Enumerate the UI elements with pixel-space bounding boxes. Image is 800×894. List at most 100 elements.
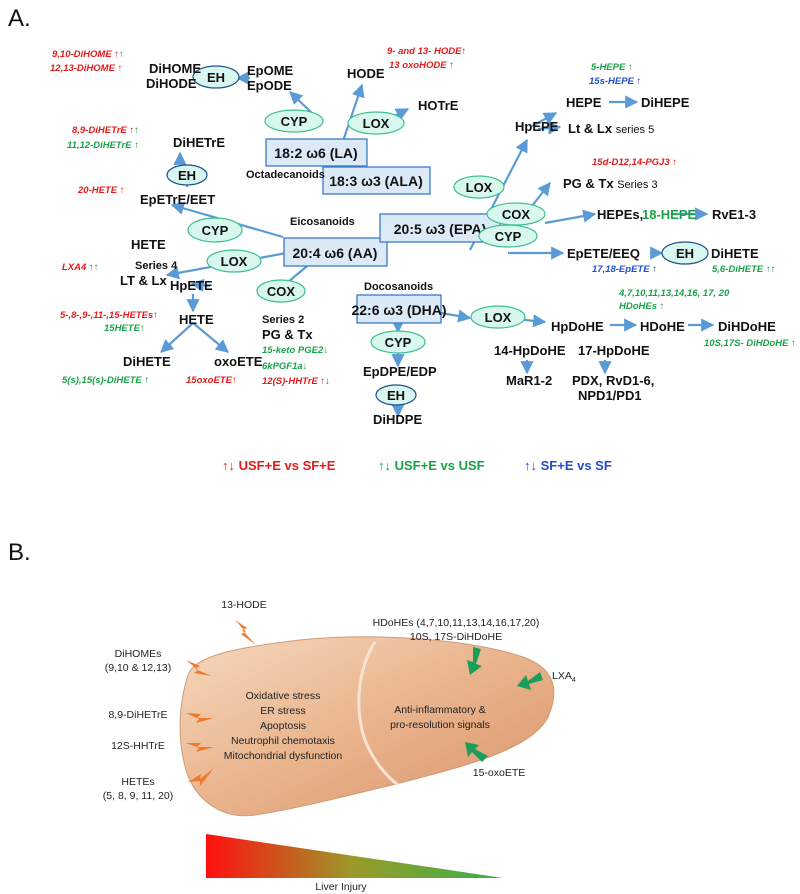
enzyme-lox-ala: LOX	[363, 116, 390, 131]
node-dihete: DiHETE	[123, 354, 171, 369]
injury-mediators: 13-HODE DiHOMEs (9,10 & 12,13) 8,9-DiHET…	[103, 599, 267, 802]
enzyme-cyp-dha: CYP	[385, 335, 412, 350]
group-octadecanoids: Octadecanoids	[246, 169, 325, 181]
annot-hete20: 20-HETE ↑	[77, 185, 124, 196]
annot-hete15: 15HETE↑	[104, 323, 145, 334]
node-epome: EpOME	[247, 63, 294, 78]
enzyme-cyp-la: CYP	[281, 114, 308, 129]
annot-hepe15s: 15s-HEPE ↑	[589, 76, 641, 87]
protect-lxa4: LXA4	[552, 670, 576, 684]
annot-oxoete15: 15oxoETE↑	[186, 375, 237, 386]
right-lobe-line: pro-resolution signals	[390, 719, 490, 731]
panel-a-label: A.	[8, 5, 31, 32]
green-arrow-icon	[465, 647, 543, 762]
node-lt-lx5: Lt & Lx series 5	[568, 121, 654, 136]
node-series2: Series 2	[262, 314, 304, 326]
left-lobe-line: Mitochondrial dysfunction	[224, 750, 343, 762]
legend-red: ↑↓ USF+E vs SF+E	[222, 458, 336, 473]
annot-dihete56: 5,6-DiHETE ↑↑	[712, 264, 775, 275]
injury-hetes: HETEs	[121, 776, 154, 788]
node-epdpe: EpDPE/EDP	[363, 364, 437, 379]
panel-b-label: B.	[8, 539, 31, 566]
node-hpdohe: HpDoHE	[551, 319, 604, 334]
substrate-ala: 18:3 ω3 (ALA)	[329, 173, 423, 189]
annot-dihdohe: 10S,17S- DiHDoHE ↑	[704, 338, 796, 349]
node-pg-tx3: PG & Tx Series 3	[563, 176, 658, 191]
node-lt-lx: LT & Lx	[120, 273, 167, 288]
substrate-dha: 22:6 ω3 (DHA)	[351, 302, 446, 318]
injury-axis-label: Liver Injury	[315, 881, 367, 893]
node-pg-tx2: PG & Tx	[262, 327, 313, 342]
enzyme-lox-aa: LOX	[221, 254, 248, 269]
left-lobe-line: Apoptosis	[260, 720, 306, 732]
lightning-icon	[186, 620, 256, 786]
node-hete-cyp: HETE	[131, 237, 166, 252]
node-hepes: HEPEs,	[597, 207, 643, 222]
node-oxoete: oxoETE	[214, 354, 263, 369]
enzyme-eh-la: EH	[207, 70, 225, 85]
group-docosanoids: Docosanoids	[364, 281, 433, 293]
node-hpepe: HpEPE	[515, 119, 559, 134]
node-epode: EpODE	[247, 78, 292, 93]
annot-hode913: 9- and 13- HODE↑	[387, 46, 466, 57]
injury-dihomes-idx: (9,10 & 12,13)	[105, 662, 172, 674]
enzyme-eh-epa: EH	[676, 246, 694, 261]
left-lobe-line: Oxidative stress	[246, 690, 321, 702]
annot-dihete515: 5(s),15(s)-DiHETE ↑	[62, 375, 149, 386]
annot-ketopge2: 15-keto PGE2↓	[262, 345, 328, 356]
enzyme-lox-epa: LOX	[466, 180, 493, 195]
annot-dihome1213: 12,13-DiHOME ↑	[50, 63, 122, 74]
substrate-aa: 20:4 ω6 (AA)	[293, 245, 378, 261]
enzyme-cyp-aa: CYP	[202, 223, 229, 238]
injury-13-hode: 13-HODE	[221, 599, 267, 611]
node-hode: HODE	[347, 66, 385, 81]
enzyme-eh-aa: EH	[178, 168, 196, 183]
node-hotre: HOTrE	[418, 98, 459, 113]
protect-hdohes: HDoHEs (4,7,10,11,13,14,16,17,20)	[373, 617, 540, 629]
injury-dihetre: 8,9-DiHETrE	[108, 709, 167, 721]
annot-pgf1a: 6kPGF1a↓	[262, 361, 307, 372]
annot-epete1718: 17,18-EpETE ↑	[592, 264, 657, 275]
injury-hhtre: 12S-HHTrE	[111, 740, 165, 752]
protect-dihdohe: 10S, 17S-DiHDoHE	[410, 631, 502, 643]
node-18-hepe: 18-HEPE	[642, 207, 697, 222]
protective-mediators: HDoHEs (4,7,10,11,13,14,16,17,20) 10S, 1…	[373, 617, 576, 779]
enzyme-cox-aa: COX	[267, 284, 296, 299]
annot-hdohes-idx: 4,7,10,11,13,14,16, 17, 20	[618, 288, 730, 299]
legend: ↑↓ USF+E vs SF+E ↑↓ USF+E vs USF ↑↓ SF+E…	[222, 458, 612, 473]
legend-green: ↑↓ USF+E vs USF	[378, 458, 485, 473]
node-dihetre: DiHETrE	[173, 135, 225, 150]
node-14-hpdohe: 14-HpDoHE	[494, 343, 566, 358]
annot-dihome910: 9,10-DiHOME ↑↑	[52, 49, 124, 60]
substrate-epa: 20:5 ω3 (EPA)	[394, 221, 486, 237]
metabolite-nodes: DiHOME DiHODE EpOME EpODE HODE HOTrE HpE…	[120, 61, 776, 427]
enzyme-lox-dha: LOX	[485, 310, 512, 325]
enzyme-eh-dha: EH	[387, 388, 405, 403]
liver-illustration	[179, 636, 555, 817]
substrate-la: 18:2 ω6 (LA)	[274, 145, 357, 161]
enzyme-cox-epa: COX	[502, 207, 531, 222]
injury-gradient: Liver Injury	[206, 834, 503, 893]
enzyme-cyp-epa: CYP	[495, 229, 522, 244]
annot-hdohes: HDoHEs ↑	[619, 301, 664, 312]
injury-hetes-idx: (5, 8, 9, 11, 20)	[103, 790, 173, 802]
node-hpete: HpETE	[170, 278, 213, 293]
annot-dihetre89: 8,9-DiHETrE ↑↑	[72, 125, 139, 136]
left-lobe-line: ER stress	[260, 705, 306, 717]
node-hdohe: HDoHE	[640, 319, 685, 334]
annot-dihetre1112: 11,12-DiHETrE ↑	[67, 140, 139, 151]
group-eicosanoids: Eicosanoids	[290, 216, 355, 228]
node-dihdpe: DiHDPE	[373, 412, 422, 427]
node-epetre: EpETrE/EET	[140, 192, 215, 207]
change-annotations: 9,10-DiHOME ↑↑ 12,13-DiHOME ↑ 9- and 13-…	[50, 46, 796, 387]
substrate-boxes: 18:2 ω6 (LA) 18:3 ω3 (ALA) 20:4 ω6 (AA) …	[265, 138, 501, 324]
node-pdx: PDX, RvD1-6,	[572, 373, 654, 388]
annot-hhtre: 12(S)-HHTrE ↑↓	[262, 376, 330, 387]
node-epete: EpETE/EEQ	[567, 246, 640, 261]
node-npd: NPD1/PD1	[578, 388, 642, 403]
left-lobe-text: Oxidative stress ER stress Apoptosis Neu…	[224, 690, 343, 762]
legend-blue: ↑↓ SF+E vs SF	[524, 458, 612, 473]
node-dihdohe: DiHDoHE	[718, 319, 776, 334]
annot-hetes: 5-,8-,9-,11-,15-HETEs↑	[60, 310, 158, 321]
node-rve: RvE1-3	[712, 207, 756, 222]
